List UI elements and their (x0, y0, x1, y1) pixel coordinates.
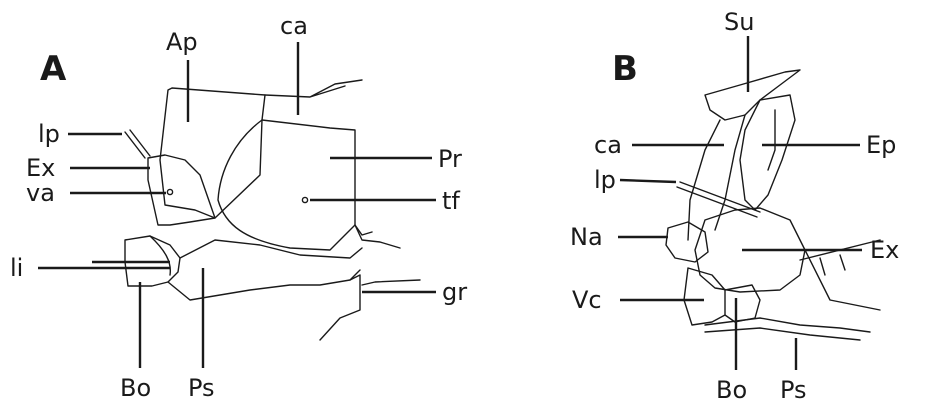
panel-b-na-outline (665, 221, 709, 263)
label-a-lp: lp (38, 120, 60, 148)
panel-a-leaders (38, 42, 436, 368)
panel-b-ca-shaft (687, 114, 746, 241)
panel-b-ep-inner (767, 109, 776, 171)
label-a-ca: ca (280, 12, 308, 40)
panel-b-lp-rod (676, 181, 761, 218)
label-b-su: Su (724, 8, 754, 36)
panel-a-apex-outline (159, 87, 266, 219)
label-a-pr: Pr (438, 145, 462, 173)
panel-a-letter: A (40, 49, 67, 89)
label-b-ex: Ex (870, 236, 899, 264)
label-b-lp: lp (594, 166, 616, 194)
label-b-vc: Vc (572, 286, 602, 314)
label-a-gr: gr (442, 278, 467, 306)
panel-b-extra-stroke (819, 254, 846, 276)
panel-a-drawing (124, 79, 421, 341)
label-a-ap: Ap (166, 28, 198, 56)
panel-a-va-foramen (166, 188, 174, 196)
panel-a: A (10, 12, 467, 402)
panel-a-gr-groove (319, 274, 421, 341)
label-a-va: va (26, 179, 55, 207)
panel-a-lp-process (124, 129, 151, 159)
panel-b-ep-outline (739, 94, 796, 211)
panel-b-labels: Su ca Ep lp Na Ex Vc Bo Ps (570, 8, 899, 404)
label-a-li: li (10, 254, 23, 282)
panel-b: B (570, 8, 899, 404)
panel-a-ex-outline (147, 154, 216, 226)
panel-b-letter: B (612, 49, 638, 89)
label-a-ps: Ps (188, 374, 215, 402)
label-b-bo: Bo (716, 376, 747, 404)
panel-a-pr-lower-right (354, 224, 401, 249)
label-a-tf: tf (442, 187, 460, 215)
panel-a-labels: Ap ca lp Ex va Pr tf li gr Bo Ps (10, 12, 467, 402)
label-a-ex: Ex (26, 154, 55, 182)
label-b-ps: Ps (780, 376, 807, 404)
label-b-ep: Ep (866, 131, 896, 159)
panel-b-leaders (618, 36, 862, 370)
panel-a-top-ridge (264, 79, 363, 98)
panel-a-bo-inner (149, 235, 172, 276)
panel-a-pr-upper-edge (261, 119, 356, 226)
panel-a-pr-left-curve (217, 119, 373, 251)
panel-b-ps-outline (704, 317, 871, 341)
panel-b-drawing (665, 69, 881, 341)
panel-a-bo-condyle (124, 235, 181, 287)
leader-a-li (38, 260, 170, 270)
label-b-ca: ca (594, 131, 622, 159)
label-a-bo: Bo (120, 374, 151, 402)
label-b-na: Na (570, 223, 603, 251)
panel-a-ps-body (167, 239, 363, 301)
panel-b-vc-outline (683, 267, 726, 326)
panel-a-tf-foramen (301, 196, 309, 204)
leader-b-lp (619, 178, 677, 184)
panel-b-su-outline (704, 69, 801, 121)
